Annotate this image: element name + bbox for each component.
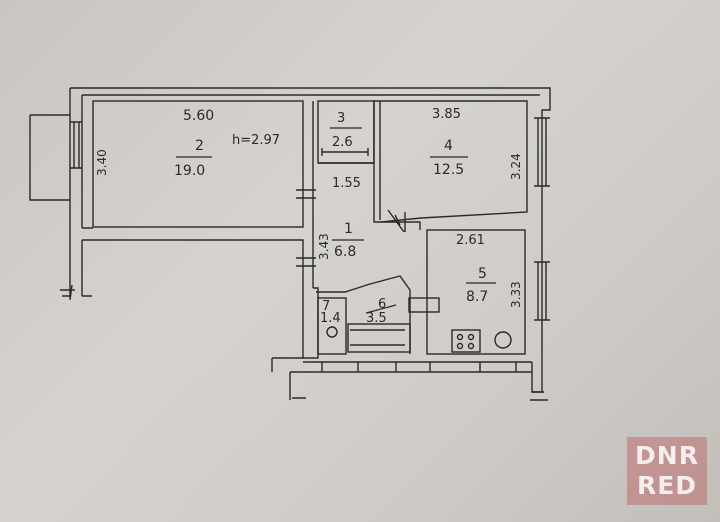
balcony [29, 114, 70, 201]
dim-room5-width: 2.61 [456, 233, 485, 248]
watermark-line1: DNR [635, 441, 699, 470]
room-4-area: 12.5 [433, 162, 464, 178]
axis-left [60, 284, 75, 301]
room-5-area: 8.7 [466, 289, 488, 305]
room-3-area: 2.6 [332, 135, 353, 150]
window-right-bottom [534, 261, 550, 321]
sink [408, 297, 440, 313]
toilet-bowl [326, 326, 338, 338]
gas-meter [494, 331, 512, 349]
room-6-number: 6 [378, 297, 386, 312]
dim-room3-width: 1.55 [332, 176, 361, 191]
dim-arrow [321, 148, 369, 156]
bottom-wall [290, 361, 544, 393]
dim-room2-depth: 3.40 [95, 149, 109, 176]
entrance [271, 357, 303, 400]
room-1-number: 1 [344, 221, 353, 237]
room-2-area: 19.0 [174, 163, 205, 179]
door-ticks [296, 189, 406, 267]
bath-partition [316, 275, 411, 354]
dim-room5-depth: 3.33 [509, 281, 523, 308]
ceiling-height: h=2.97 [232, 133, 280, 148]
watermark-line2: RED [636, 471, 698, 500]
bathtub [347, 323, 411, 353]
dim-room4-width: 3.85 [432, 107, 461, 122]
dim-room2-width: 5.60 [183, 108, 214, 124]
room-2-number: 2 [195, 138, 204, 154]
bath-inner [350, 329, 405, 346]
hall-right-wall [380, 221, 421, 230]
room-4-outline [373, 100, 528, 223]
hall-bottom-wall [82, 227, 304, 358]
room-6-area: 3.5 [366, 311, 387, 326]
room-7-number: 7 [322, 299, 330, 314]
dim-corridor: 3.43 [317, 233, 331, 260]
room-1-area: 6.8 [334, 244, 356, 260]
axis-bottom [292, 397, 548, 401]
window-left [70, 121, 82, 169]
bath-outline [303, 287, 319, 359]
room-2-outline [92, 100, 304, 228]
left-wall [69, 88, 83, 298]
toilet-area [317, 297, 347, 355]
watermark-logo: DNR RED [627, 437, 707, 505]
room-5-outline [426, 229, 526, 355]
bottom-window [321, 362, 517, 372]
room-3-number: 3 [337, 111, 345, 126]
dim-room4-depth: 3.24 [509, 153, 523, 180]
room-7-area: 1.4 [320, 311, 341, 326]
room-3-outline [317, 100, 375, 164]
room-4-number: 4 [444, 138, 453, 154]
window-right-top [534, 117, 550, 187]
room-5-number: 5 [478, 266, 487, 282]
stove [451, 329, 481, 353]
